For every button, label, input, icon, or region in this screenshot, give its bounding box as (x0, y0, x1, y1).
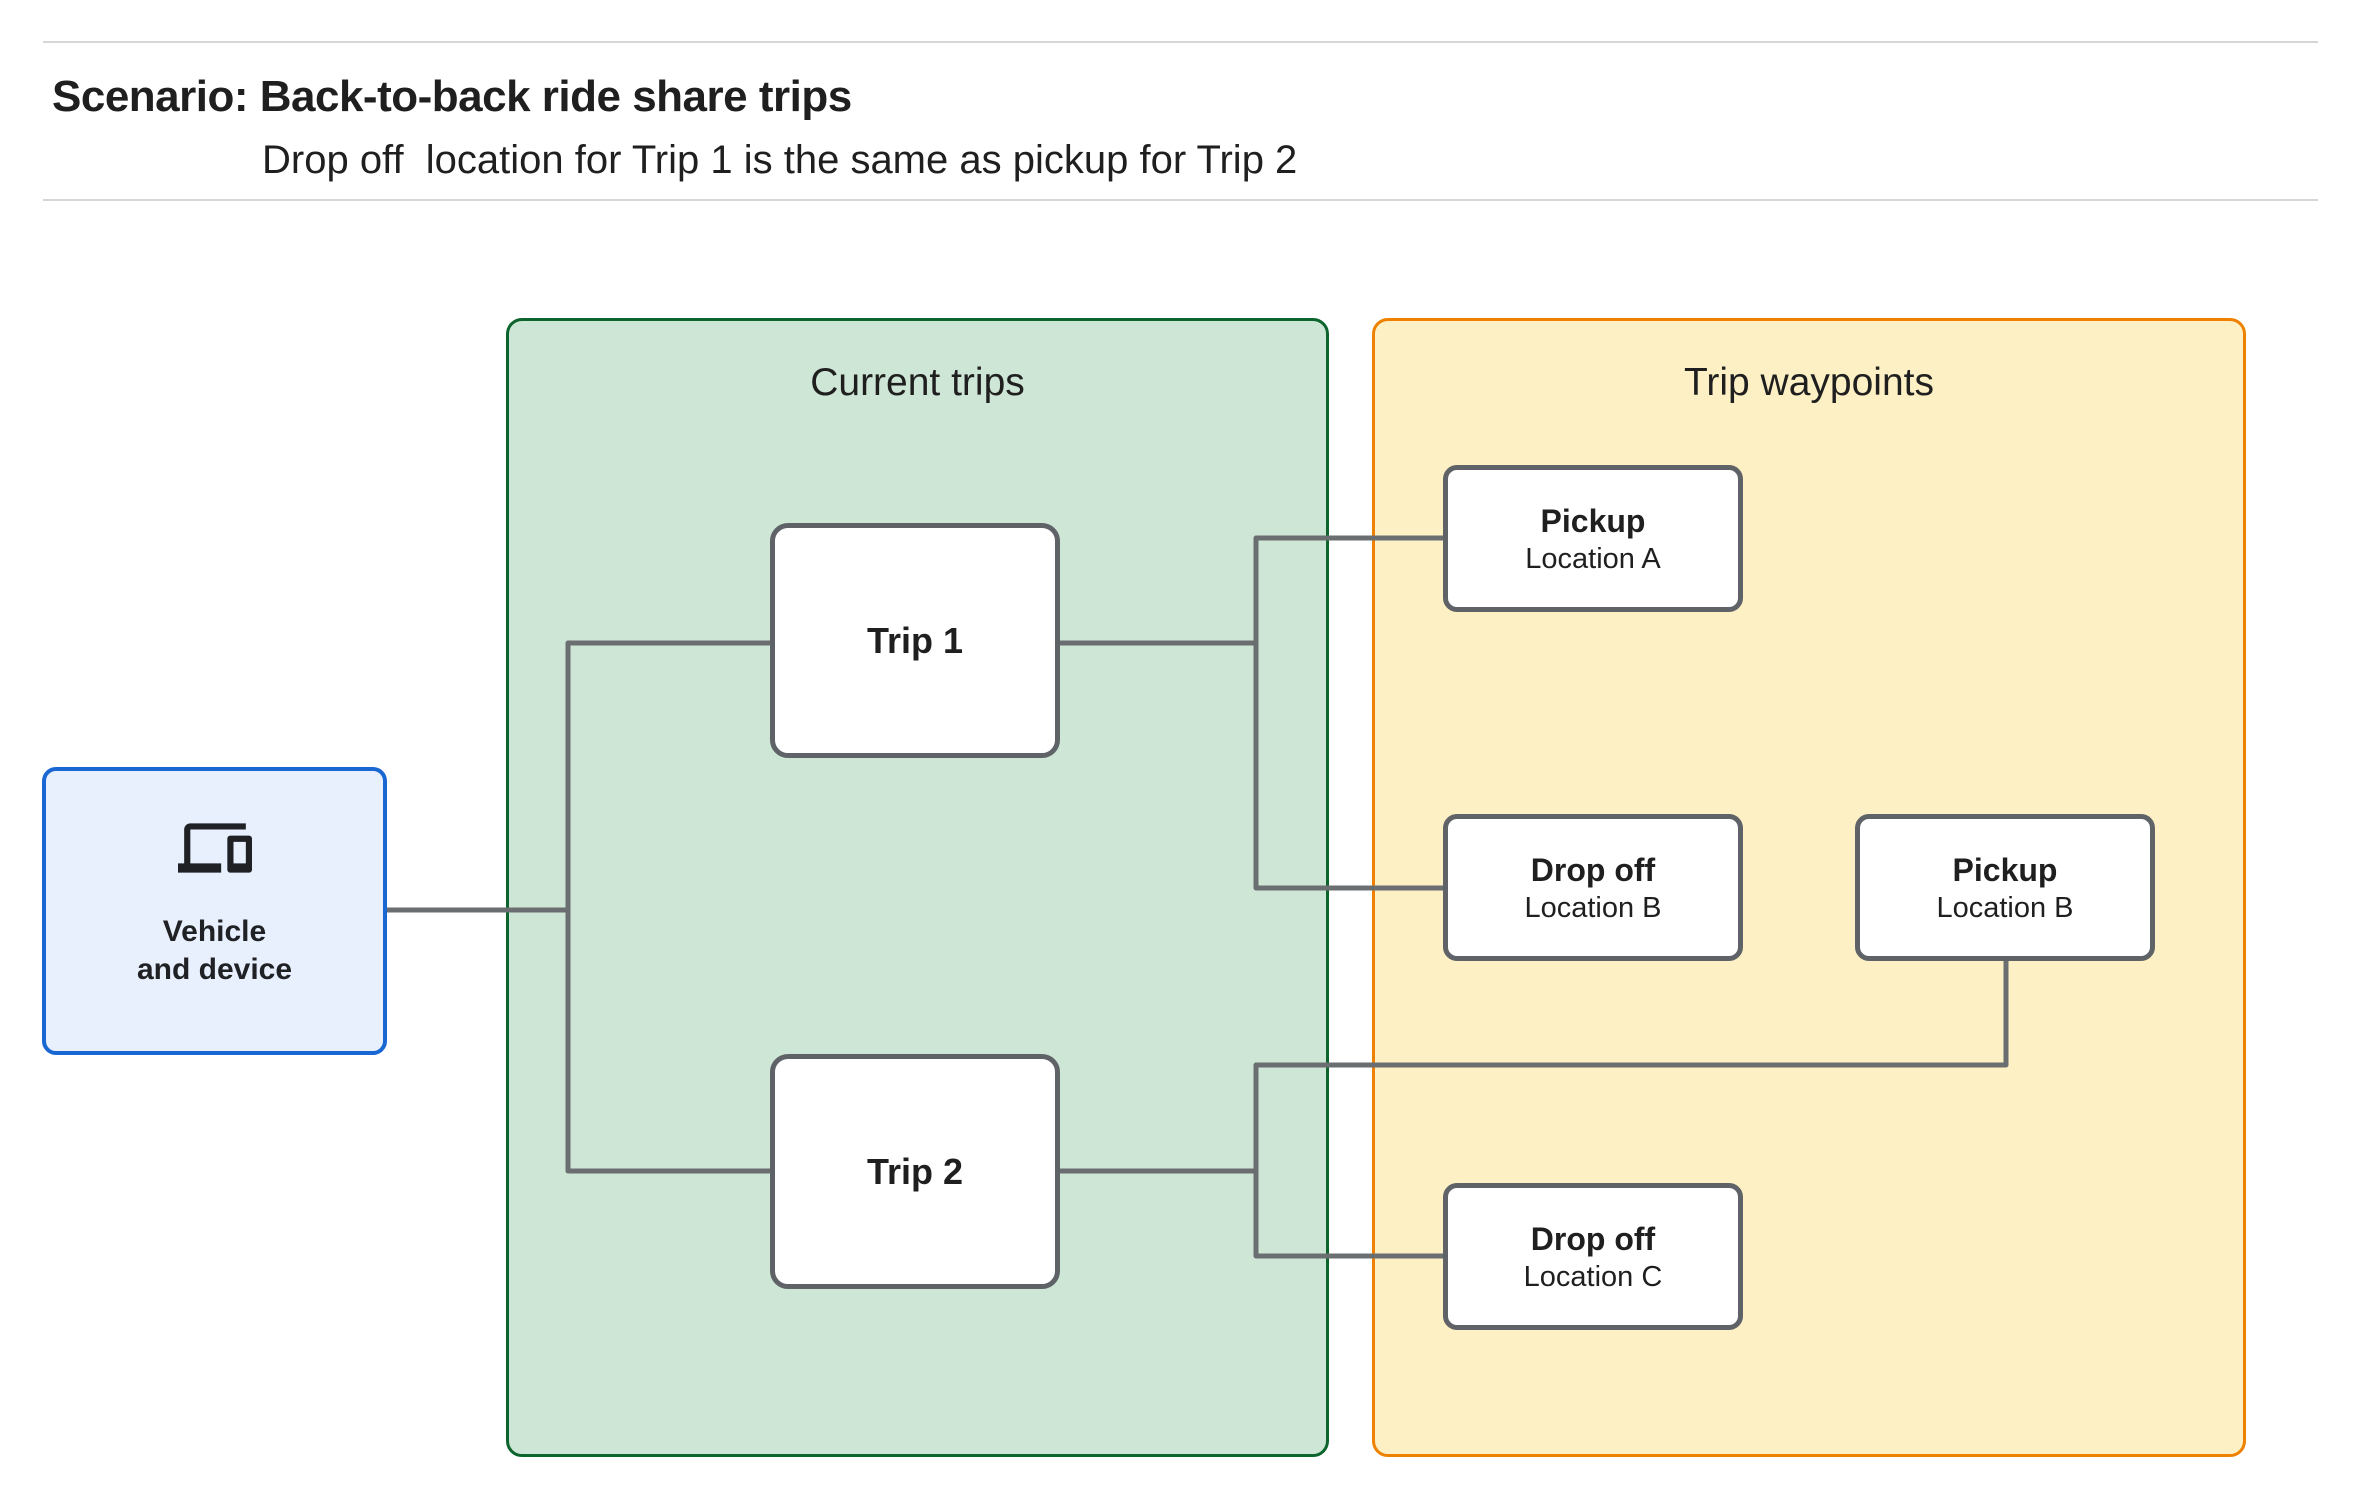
waypoint-pickup-b-title: Pickup (1952, 851, 2058, 888)
waypoint-pickup-location-a: Pickup Location A (1443, 465, 1743, 612)
waypoint-dropoff-c-title: Drop off (1530, 1220, 1656, 1257)
connector-junction-to-pickup-a-and-dropoff-b (1253, 535, 1446, 891)
connector-junction-to-trips (565, 640, 772, 1174)
trip-1-label: Trip 1 (866, 619, 964, 661)
waypoint-dropoff-location-c: Drop off Location C (1443, 1183, 1743, 1330)
page-subtitle: Drop off location for Trip 1 is the same… (262, 138, 1298, 182)
waypoint-dropoff-b-title: Drop off (1530, 851, 1656, 888)
trip-waypoints-title: Trip waypoints (1684, 361, 1934, 404)
waypoint-pickup-b-subtitle: Location B (1936, 891, 2074, 924)
page-title: Scenario: Back-to-back ride share trips (52, 72, 852, 121)
current-trips-title: Current trips (810, 361, 1025, 404)
vehicle-node-label: Vehicle and device (136, 915, 293, 986)
connector-pickup-b-to-trip2-junction (1253, 958, 2009, 1259)
header-divider (43, 199, 2318, 201)
trip-2-label: Trip 2 (866, 1150, 964, 1192)
waypoint-pickup-a-title: Pickup (1540, 502, 1646, 539)
devices-icon (177, 811, 252, 885)
trip-2-node: Trip 2 (770, 1054, 1060, 1289)
top-divider (43, 41, 2318, 43)
waypoint-dropoff-location-b: Drop off Location B (1443, 814, 1743, 961)
waypoint-dropoff-b-subtitle: Location B (1524, 891, 1662, 924)
waypoint-dropoff-c-subtitle: Location C (1523, 1260, 1663, 1293)
trip-1-node: Trip 1 (770, 523, 1060, 758)
waypoint-pickup-a-subtitle: Location A (1525, 542, 1661, 575)
vehicle-node: Vehicle and device (42, 767, 387, 1055)
waypoint-pickup-location-b: Pickup Location B (1855, 814, 2155, 961)
